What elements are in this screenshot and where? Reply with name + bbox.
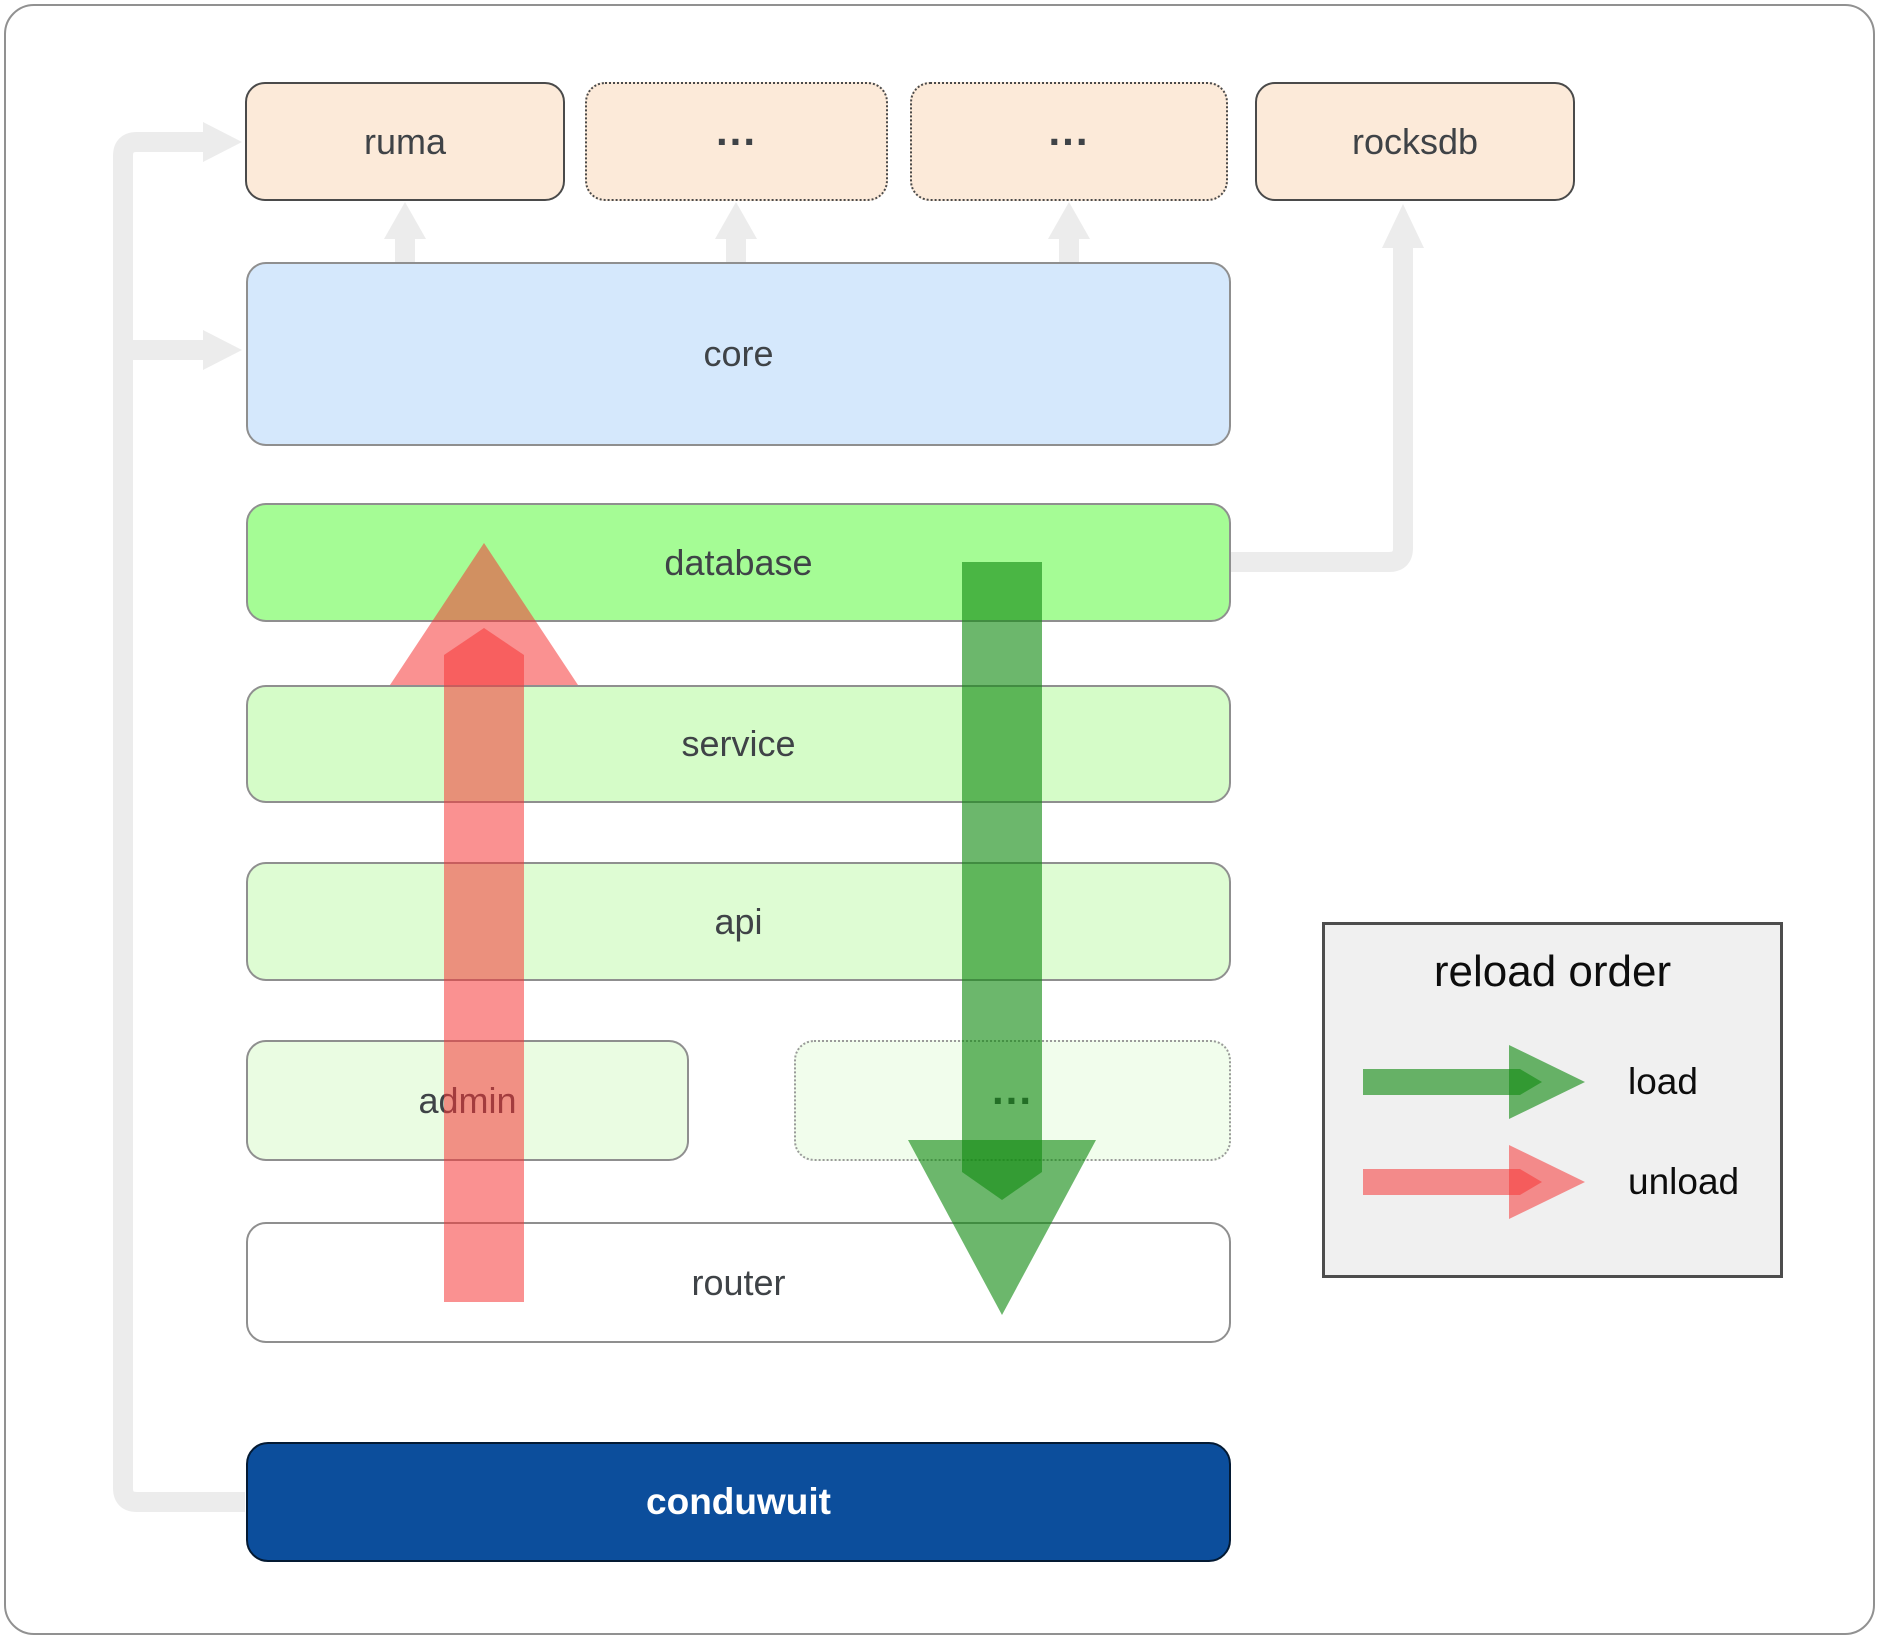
node-database: database [246, 503, 1231, 622]
legend-title: reload order [1433, 947, 1672, 996]
node-ellipsis-mid: ... [794, 1040, 1231, 1161]
node-router-label: router [691, 1261, 786, 1303]
node-ruma-label: ruma [363, 120, 447, 162]
node-rocksdb: rocksdb [1255, 82, 1575, 201]
node-ruma: ruma [245, 82, 565, 201]
node-core: core [246, 262, 1231, 446]
node-database-label: database [664, 541, 813, 583]
node-ellipsis-top-a-label: ... [715, 106, 757, 154]
node-conduwuit: conduwuit [246, 1442, 1231, 1562]
legend-box: reload order load unload [1322, 922, 1783, 1278]
node-rocksdb-label: rocksdb [1351, 120, 1479, 162]
legend-load-arrow-icon [1363, 1045, 1585, 1119]
legend-unload-arrow-icon [1363, 1145, 1585, 1219]
node-ellipsis-top-a: ... [585, 82, 888, 201]
node-api: api [246, 862, 1231, 981]
node-conduwuit-label: conduwuit [646, 1481, 831, 1522]
node-core-label: core [703, 333, 774, 374]
node-ellipsis-mid-label: ... [991, 1065, 1033, 1113]
node-ellipsis-top-b: ... [910, 82, 1228, 201]
node-api-label: api [714, 900, 763, 942]
legend-load-label: load [1628, 1061, 1698, 1102]
node-ellipsis-top-b-label: ... [1048, 106, 1090, 154]
diagram-outer-border [4, 4, 1875, 1635]
node-service-label: service [681, 723, 796, 764]
node-admin: admin [246, 1040, 689, 1161]
node-router: router [246, 1222, 1231, 1343]
node-service: service [246, 685, 1231, 803]
node-admin-label: admin [418, 1079, 517, 1121]
legend-unload-label: unload [1628, 1161, 1740, 1202]
